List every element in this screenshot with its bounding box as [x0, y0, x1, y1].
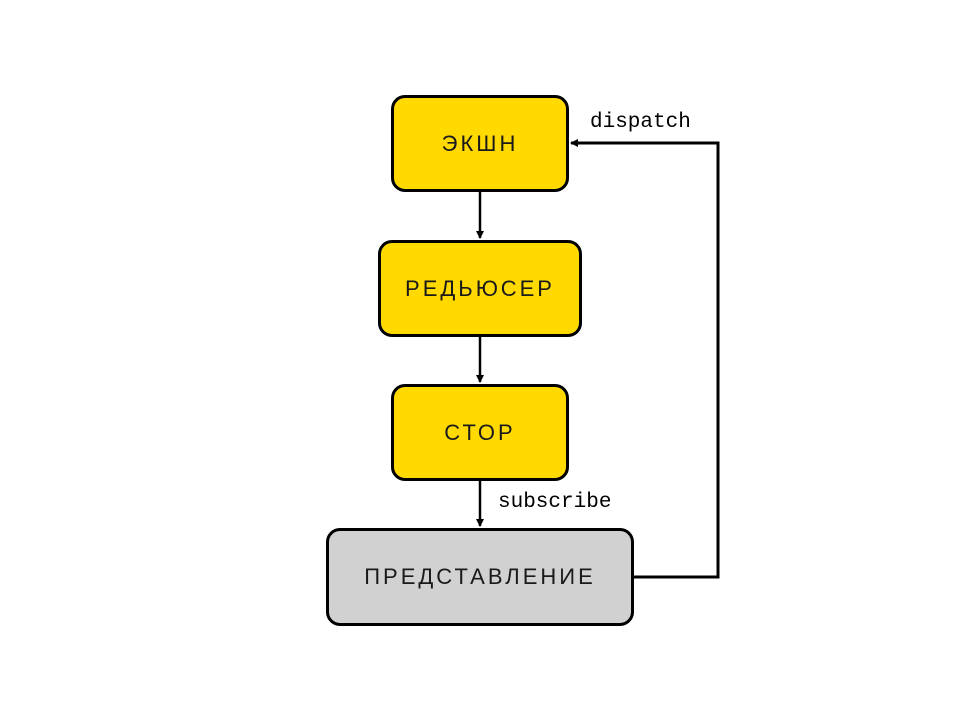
node-store: СТОР [391, 384, 569, 481]
node-action: ЭКШН [391, 95, 569, 192]
node-store-label: СТОР [444, 419, 516, 445]
node-reducer: РЕДЬЮСЕР [378, 240, 582, 337]
node-action-label: ЭКШН [441, 130, 519, 156]
node-view-label: ПРЕДСТАВЛЕНИЕ [364, 564, 596, 589]
edge-label-dispatch: dispatch [590, 111, 691, 134]
node-reducer-label: РЕДЬЮСЕР [405, 275, 555, 301]
arrow-view-to-action [570, 139, 720, 579]
node-view: ПРЕДСТАВЛЕНИЕ [326, 528, 634, 626]
edge-label-subscribe: subscribe [498, 491, 612, 514]
